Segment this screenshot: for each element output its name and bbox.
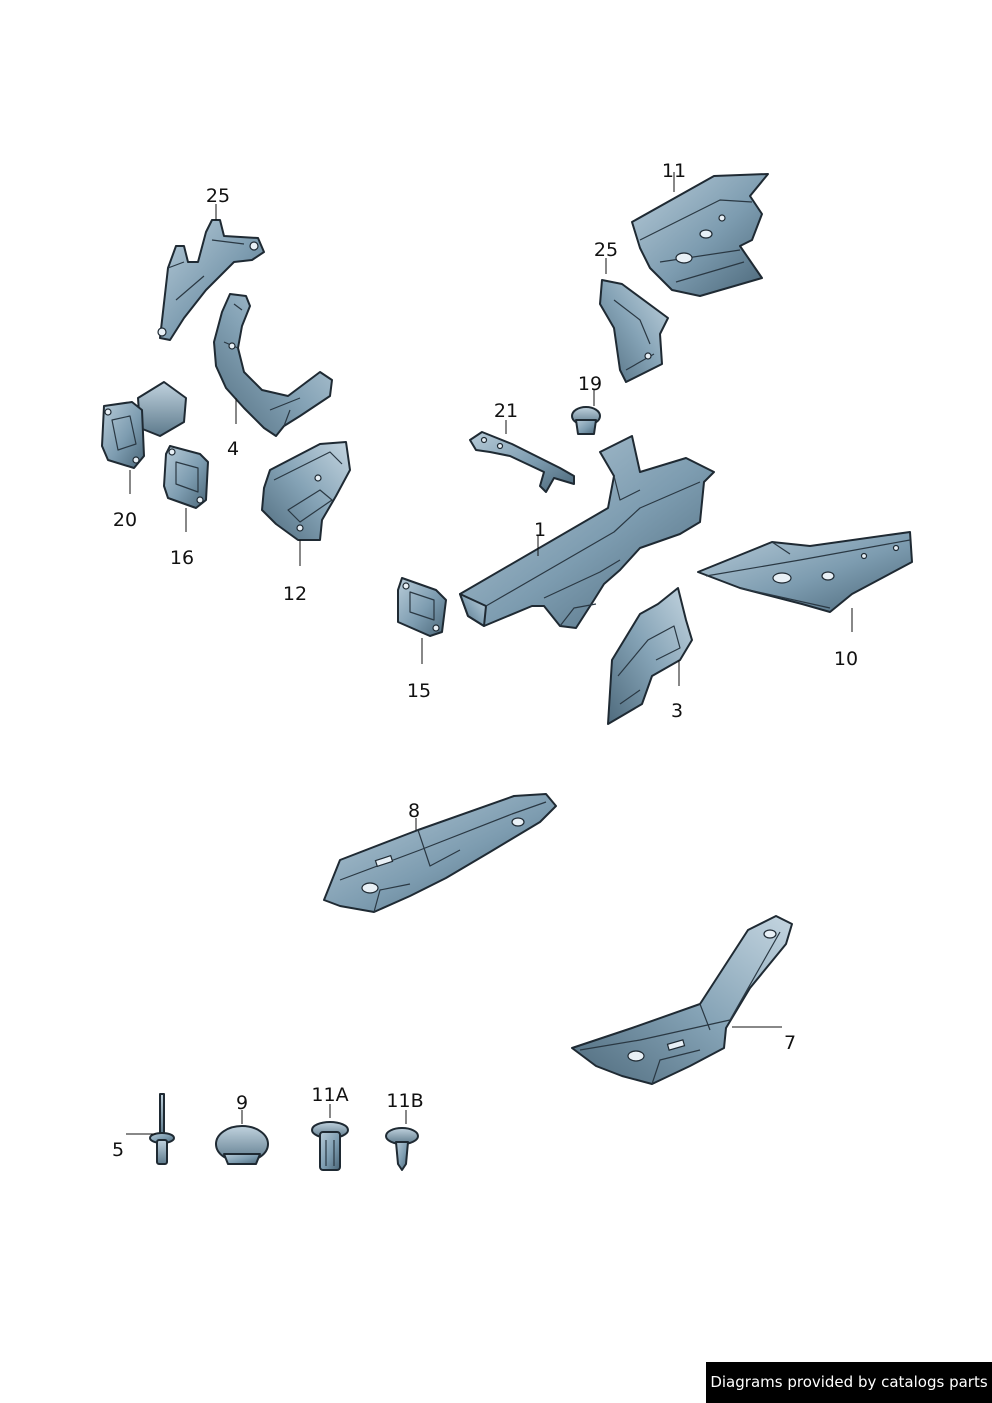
callout-8: 8 [408, 800, 420, 822]
part-7-side-rail [571, 915, 793, 1085]
callout-7: 7 [784, 1032, 796, 1054]
callout-4: 4 [227, 438, 239, 460]
callout-10: 10 [834, 648, 858, 670]
callout-11b: 11B [386, 1090, 423, 1112]
part-12-support [261, 441, 351, 541]
callout-11a: 11A [311, 1084, 348, 1106]
part-25-left-bracket [157, 219, 265, 341]
callout-16: 16 [170, 547, 194, 569]
callout-21: 21 [494, 400, 518, 422]
callout-9: 9 [236, 1092, 248, 1114]
part-8-side-rail [323, 793, 557, 913]
part-16-plate [163, 445, 209, 509]
callout-5: 5 [112, 1139, 124, 1161]
attribution-footer: Diagrams provided by catalogs parts [706, 1362, 992, 1403]
part-5-rivet [149, 1093, 175, 1165]
leader-lines [126, 172, 853, 1135]
callout-25-right: 25 [594, 239, 618, 261]
part-25-right-bracket [599, 279, 669, 383]
part-15-plate [397, 577, 447, 637]
callout-12: 12 [283, 583, 307, 605]
part-20-crash-box [101, 381, 187, 469]
part-21-strip [469, 431, 575, 493]
part-1-longitudinal-member [459, 435, 715, 629]
callout-19: 19 [578, 373, 602, 395]
part-11b-clip [385, 1127, 419, 1171]
part-3-reinforcement [607, 587, 693, 725]
callout-25-left: 25 [206, 185, 230, 207]
callout-3: 3 [671, 700, 683, 722]
callout-11: 11 [662, 160, 686, 182]
callout-labels: 1 3 4 5 7 8 9 10 11 11A 11B 12 15 16 19 … [112, 160, 858, 1161]
part-10-floor-panel [697, 531, 913, 613]
part-11a-nut [311, 1121, 349, 1171]
callout-1: 1 [534, 519, 546, 541]
part-11-panel [631, 173, 769, 297]
part-4-arm [213, 293, 333, 437]
callout-20: 20 [113, 509, 137, 531]
part-19-plug [571, 406, 601, 435]
callout-15: 15 [407, 680, 431, 702]
part-9-plug [215, 1125, 269, 1165]
